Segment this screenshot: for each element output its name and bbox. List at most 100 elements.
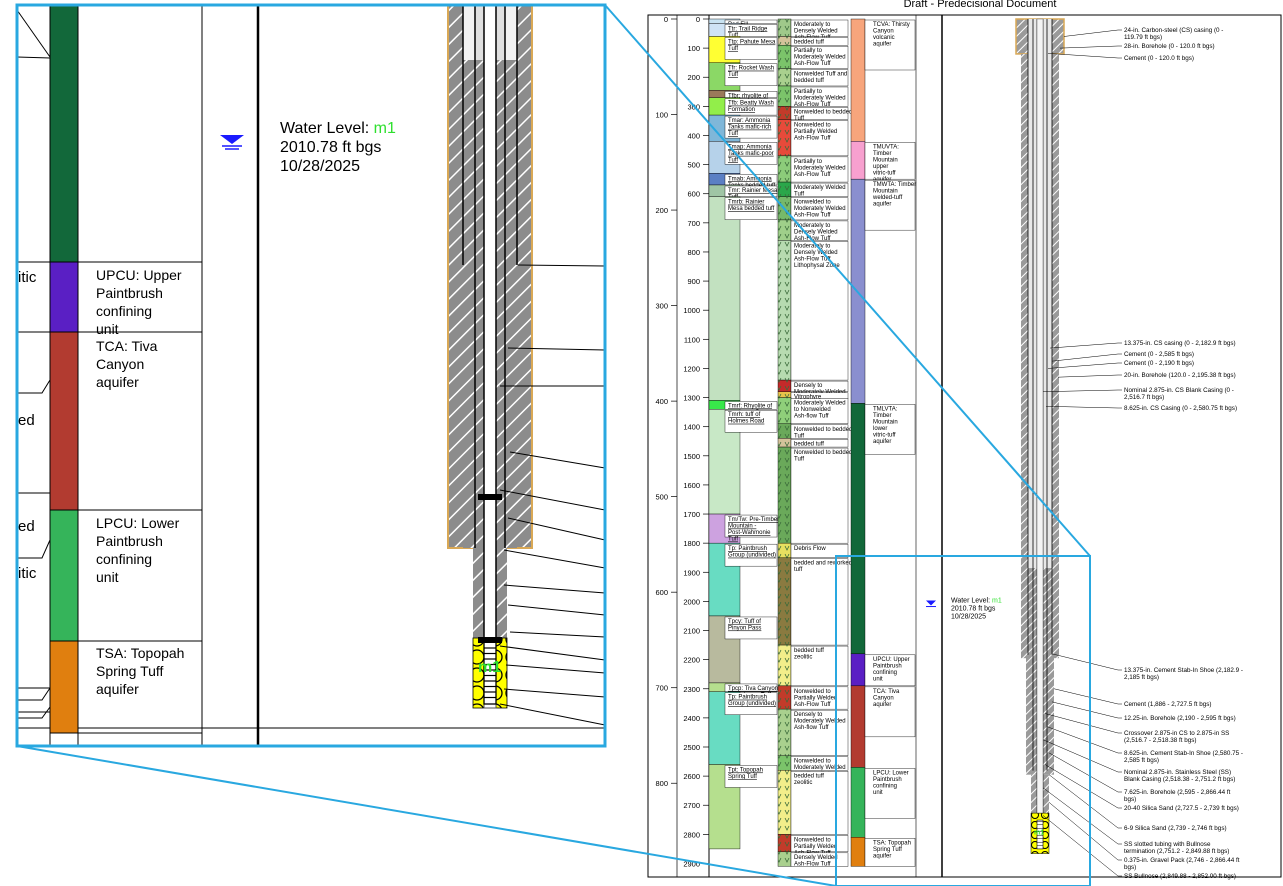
- welding-texture: [778, 834, 791, 852]
- well-annotation: Cement (0 - 2,585 ft bgs): [1124, 351, 1194, 358]
- zoom-partial-line: [17, 706, 51, 719]
- annotation-leader: [1051, 353, 1119, 362]
- depth-ft-label: 900: [687, 277, 700, 286]
- depth-m-label: 0: [664, 15, 668, 24]
- zoom-annotation-leader: [507, 517, 606, 541]
- well-annotation: 8.625-in. CS Casing (0 - 2,580.75 ft bgs…: [1124, 405, 1237, 412]
- water-level-text: Water Level: m1: [951, 598, 1002, 605]
- lithology-label-box: [724, 63, 778, 86]
- zoom-connector-bottom: [16, 745, 837, 886]
- hydro-label-box: [864, 768, 916, 819]
- lithology-label-box: [724, 142, 778, 165]
- zoom-hydro-unit: [49, 640, 79, 734]
- welding-label-box: [790, 182, 849, 197]
- lithology-label-box: [724, 616, 778, 640]
- hydro-unit: [850, 837, 866, 867]
- annotation-leader: [1042, 787, 1119, 845]
- zoom-annotation-leader: [499, 645, 606, 661]
- depth-ft-label: 1900: [683, 568, 700, 577]
- well-annotation: 20-40 Silica Sand (2,727.5 - 2,739 ft bg…: [1124, 805, 1239, 812]
- depth-ft-label: 2200: [683, 656, 700, 665]
- welding-label-box: [790, 543, 849, 558]
- lithology-label-box: [724, 24, 778, 37]
- lithology-label-box: [724, 185, 778, 197]
- depth-ft-label: 2100: [683, 627, 700, 636]
- hydro-label-box: [864, 654, 916, 687]
- lithology-label-box: [724, 543, 778, 567]
- welding-label-box: [790, 37, 849, 46]
- lithology-label-box: [724, 514, 778, 538]
- zoom-annotation-leader: [517, 264, 606, 267]
- hydro-label-box: [864, 686, 916, 738]
- zoom-left-clip: [0, 0, 17, 886]
- welding-texture: [778, 106, 791, 120]
- welding-texture: [778, 19, 791, 37]
- well-annotation: Cement (0 - 2,190 ft bgs): [1124, 360, 1194, 367]
- lithology-label-box: [724, 692, 778, 715]
- zoom-annotation-leader: [499, 703, 606, 726]
- annotation-leader: [1059, 45, 1119, 49]
- depth-ft-label: 1700: [683, 510, 700, 519]
- annotation-leader: [1047, 362, 1119, 369]
- welding-label-box: [790, 220, 849, 241]
- lithology-label-box: [724, 115, 778, 139]
- zoom-annotation-leader: [509, 451, 606, 469]
- welding-texture: [778, 557, 791, 646]
- welding-texture: [778, 68, 791, 86]
- hydro-unit: [850, 685, 866, 768]
- welding-label-box: [790, 380, 849, 392]
- depth-ft-label: 700: [687, 219, 700, 228]
- zoom-hydro-unit: [49, 261, 79, 333]
- zoom-annotation-leader: [505, 664, 606, 674]
- depth-ft-label: 200: [687, 73, 700, 82]
- depth-m-label: 400: [655, 397, 668, 406]
- depth-m-label: 700: [655, 684, 668, 693]
- hydro-unit: [850, 141, 866, 180]
- well-annotation: 20-in. Borehole (120.0 - 2,195.38 ft bgs…: [1124, 372, 1236, 379]
- annotation-leader: [1044, 764, 1119, 809]
- water-level-marker: [926, 600, 936, 606]
- zoom-annotation-leader: [499, 489, 606, 511]
- annotation-leader: [1042, 739, 1119, 773]
- zoom-annotation-leader: [503, 584, 606, 594]
- welding-label: bedded tuff: [794, 39, 824, 45]
- welding-texture: [778, 543, 791, 558]
- zoom-annotation-leader: [507, 604, 606, 616]
- annotation-leader: [1048, 752, 1119, 793]
- water-level-depth: 2010.78 ft bgs: [951, 606, 996, 613]
- welding-label-box: [790, 86, 849, 107]
- well-annotation: Nominal 2.875-in. CS Blank Casing (0 -2,…: [1124, 387, 1234, 401]
- zoom-partial-label: ed: [18, 518, 35, 535]
- welding-label-box: [790, 771, 849, 835]
- zoom-well-shoe: [478, 494, 502, 500]
- depth-ft-label: 100: [687, 44, 700, 53]
- zoom-partial-line: [17, 687, 51, 701]
- welding-label-box: [790, 686, 849, 710]
- depth-ft-label: 1100: [684, 335, 700, 344]
- water-level-date: 10/28/2025: [951, 614, 986, 621]
- annotation-leader: [1049, 342, 1119, 349]
- welding-texture: [778, 219, 791, 241]
- hydro-unit: [850, 18, 866, 142]
- welding-label-box: [790, 46, 849, 69]
- zoom-annotation-leader: [507, 347, 606, 351]
- welding-texture: [778, 645, 791, 686]
- hydro-unit: [850, 403, 866, 655]
- depth-ft-label: 1300: [683, 394, 700, 403]
